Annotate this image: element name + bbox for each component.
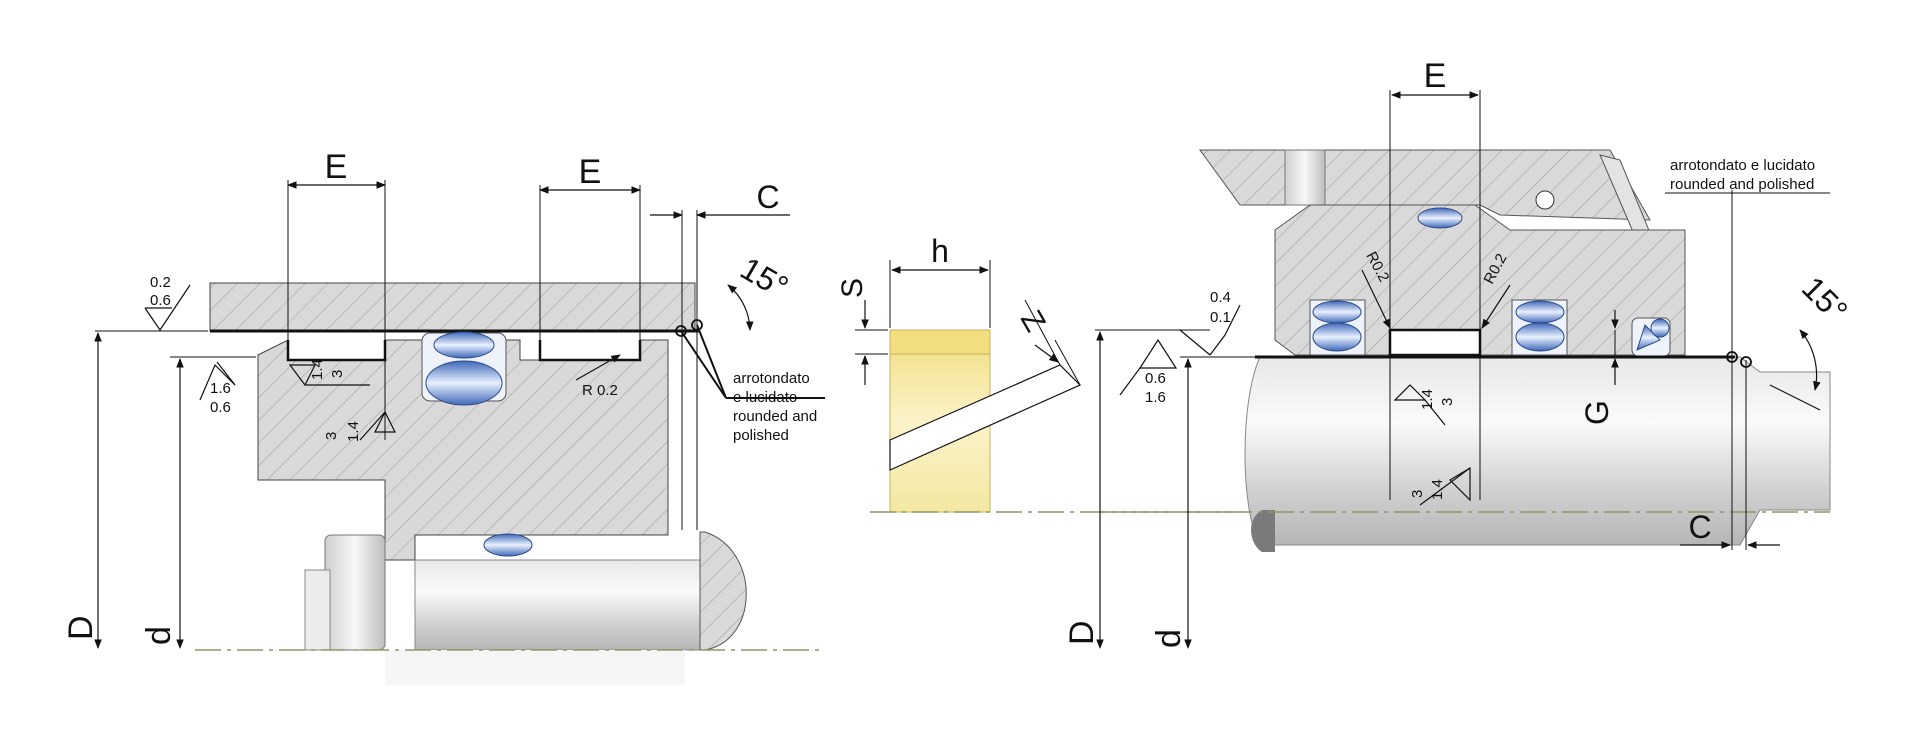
left-rough-side-b: 1.4 [345,421,362,442]
left-rod-cut [699,531,747,651]
right-rough-top-a: 0.4 [1210,289,1231,306]
right-seal-top [1417,207,1463,229]
right-groove [1388,328,1482,357]
left-note-4: polished [733,427,789,444]
right-rough-top-b: 0.1 [1210,309,1231,326]
center-dim-h: h [931,233,949,269]
right-dim-g: G [1579,400,1615,425]
left-dim-c: C [756,179,779,215]
left-seal-top [433,331,495,359]
right-dim-e: E [1424,57,1447,95]
right-rough-mid-b: 1.6 [1145,389,1166,406]
right-rod-cut [1251,510,1275,552]
right-note-1: arrotondato e lucidato [1670,157,1815,174]
left-angle: 15° [735,250,795,305]
right-drawing: E D d G C 15° R0.2 R0.2 0.4 0.1 0.6 1.6 … [1063,57,1855,649]
left-nut [324,534,386,651]
left-rough-top-b: 0.6 [150,292,171,309]
left-drawing: E E C 15° D d R 0.2 0.2 0.6 1.6 0.6 1.4 … [62,148,825,685]
left-note-2: e lucidato [733,389,797,406]
left-rough-mid-a: 1.6 [210,380,231,397]
left-note-3: rounded and [733,408,817,425]
left-seal-small [483,533,533,557]
right-rough-side-b: 1.4 [1429,479,1446,500]
left-groove-1 [286,340,387,362]
center-dim-s: S [836,278,869,298]
left-note-1: arrotondato [733,370,810,387]
left-rough-side-a: 3 [323,432,340,440]
center-ring-top [889,329,991,355]
center-drawing: h S Z [836,233,1400,513]
right-pin [1535,190,1555,210]
right-dim-d: d [1150,629,1188,648]
right-rough-side-a: 3 [1409,490,1426,498]
left-rough-groove-a: 1.4 [309,359,326,380]
right-dim-c: C [1688,509,1711,545]
left-radius: R 0.2 [582,382,618,399]
left-rough-mid-b: 0.6 [210,399,231,416]
left-dim-D: D [62,615,100,640]
right-rod [1244,356,1831,546]
right-rough-groove-b: 3 [1439,398,1456,406]
left-seal-main [425,360,503,406]
right-rough-groove-a: 1.4 [1419,389,1436,410]
left-dim-e2: E [579,153,602,191]
right-note-2: rounded and polished [1670,176,1814,193]
left-groove-2 [538,340,642,362]
left-rod [414,559,706,651]
left-rough-groove-b: 3 [329,370,346,378]
right-angle: 15° [1795,269,1855,329]
right-dim-D: D [1063,620,1101,645]
center-dim-z: Z [1014,305,1052,337]
left-nut-washer [304,569,331,651]
left-dim-e1: E [325,148,348,186]
left-rough-top-a: 0.2 [150,274,171,291]
right-rough-mid-a: 0.6 [1145,370,1166,387]
left-housing-bar [209,282,696,332]
left-rod-shadow [385,650,685,685]
right-bolt [1284,149,1326,206]
left-dim-d: d [140,626,178,645]
